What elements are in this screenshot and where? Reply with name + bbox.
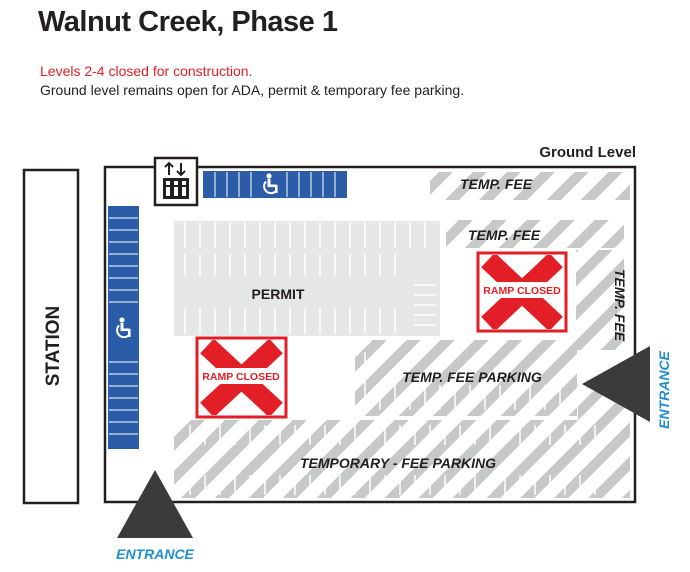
closure-notice: Levels 2-4 closed for construction. [40, 63, 253, 79]
entrance-arrow-icon [117, 470, 193, 538]
entrance-bottom-label: ENTRANCE [116, 546, 194, 562]
temp-fee-top-label: TEMP. FEE [460, 176, 533, 192]
ada-stalls-left [108, 206, 139, 449]
entrance-right-label: ENTRANCE [656, 350, 672, 428]
station-label: STATION [43, 306, 64, 387]
entrance-right[interactable]: ENTRANCE [582, 346, 672, 429]
entrance-bottom[interactable]: ENTRANCE [116, 470, 195, 562]
page-title: Walnut Creek, Phase 1 [38, 6, 338, 38]
ramp-closed-label: RAMP CLOSED [202, 371, 280, 383]
temporary-fee-parking-label: TEMPORARY - FEE PARKING [300, 455, 496, 471]
accessible-parking-icon [116, 317, 131, 339]
accessible-parking-icon [263, 173, 278, 195]
stall-lines [189, 352, 596, 495]
permit-label: PERMIT [252, 286, 305, 302]
level-label: Ground Level [539, 144, 636, 161]
elevator-icon [153, 156, 199, 207]
temp-fee-parking-label: TEMP. FEE PARKING [402, 369, 542, 385]
entrance-arrow-icon [582, 346, 650, 422]
ada-stalls-top [203, 171, 347, 198]
temp-fee-mid-label: TEMP. FEE [468, 227, 541, 243]
ramp-closed-right: RAMP CLOSED [476, 251, 568, 333]
ramp-closed-left: RAMP CLOSED [195, 336, 288, 419]
ramp-closed-label: RAMP CLOSED [483, 285, 561, 297]
permit-area: PERMIT [174, 221, 440, 336]
station-building: STATION [22, 168, 80, 505]
open-notice: Ground level remains open for ADA, permi… [40, 82, 465, 98]
temp-fee-right-label: TEMP. FEE [612, 269, 628, 342]
